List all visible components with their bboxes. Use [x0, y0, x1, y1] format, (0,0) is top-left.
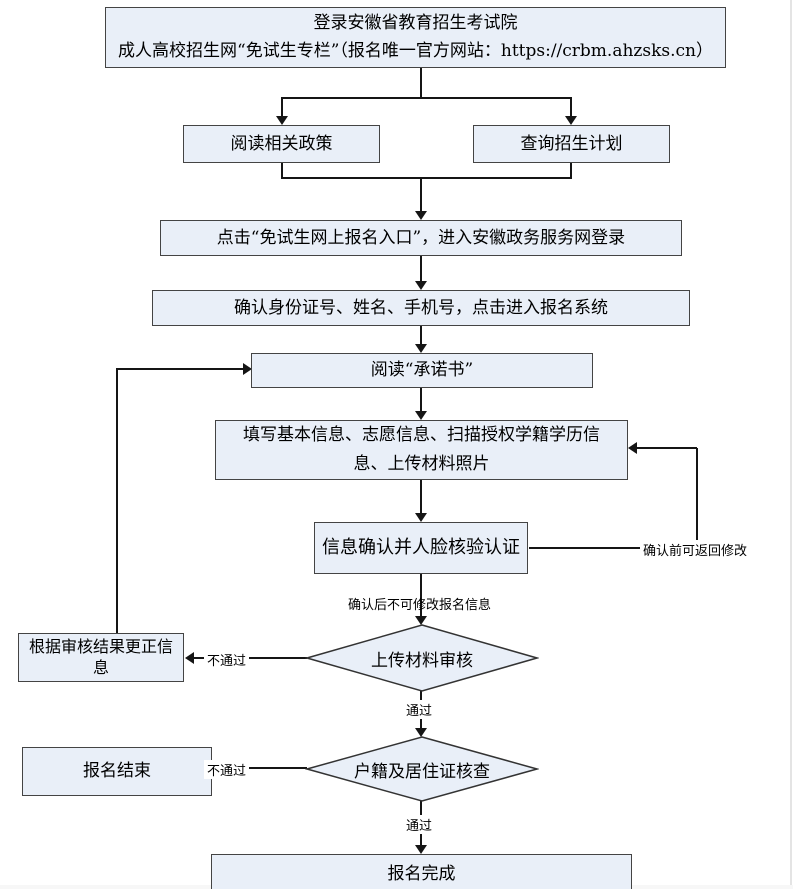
arrowhead-into-review-materials [415, 616, 427, 625]
connector-split-left-drop [281, 97, 283, 117]
arrowhead-into-login-entry [415, 211, 427, 220]
node-registration-end: 报名结束 [22, 747, 212, 796]
connector-modify-loop-bottom [529, 547, 698, 549]
connector-split-right-drop [570, 97, 572, 117]
page-right-edge [790, 0, 792, 889]
arrowhead-into-query-plan [565, 116, 577, 125]
decision-household-check: 户籍及居住证核查 [354, 761, 490, 782]
connector-merge-right-drop [570, 163, 572, 178]
connector-identity-to-commitment [420, 326, 422, 345]
arrowhead-into-confirm-face [415, 513, 427, 522]
decision-household-check-shape [305, 736, 539, 802]
node-start-line2: 成人高校招生网“免试生专栏”（报名唯一官方网站：https://crbm.ahz… [118, 40, 713, 61]
edge-label-household-fail: 不通过 [204, 760, 250, 779]
connector-fill-to-face [420, 480, 422, 514]
node-login-entry: 点击“免试生网上报名入口”，进入安徽政务服务网登录 [160, 220, 682, 256]
node-correct-info: 根据审核结果更正信息 [18, 633, 184, 682]
connector-split-bar [281, 97, 572, 99]
decision-review-materials-shape [305, 624, 539, 692]
decision-review-materials: 上传材料审核 [371, 650, 473, 671]
edge-label-review-fail: 不通过 [204, 650, 250, 669]
node-start-line1: 登录安徽省教育招生考试院 [313, 13, 518, 34]
edge-label-household-pass: 通过 [403, 815, 436, 834]
arrowhead-into-confirm-identity [415, 281, 427, 290]
connector-face-to-review [420, 574, 422, 617]
connector-commitment-to-fill [420, 388, 422, 412]
node-read-policy: 阅读相关政策 [183, 125, 380, 163]
connector-start-stem [420, 68, 422, 98]
node-query-plan: 查询招生计划 [473, 125, 670, 163]
arrowhead-into-correct-info [185, 652, 194, 664]
connector-merge-stem [420, 177, 422, 212]
arrowhead-into-registration-complete [415, 845, 427, 854]
node-confirm-face: 信息确认并人脸核验认证 [314, 522, 528, 574]
arrowhead-correct-loop-into-commitment [243, 363, 252, 375]
edge-label-review-pass: 通过 [403, 700, 436, 719]
connector-entry-to-identity [420, 256, 422, 282]
connector-household-fail [219, 767, 307, 769]
arrowhead-into-read-policy [276, 116, 288, 125]
arrowhead-into-household-check [415, 728, 427, 737]
connector-correct-loop-top [116, 368, 243, 370]
connector-merge-bar [281, 177, 572, 179]
connector-merge-left-drop [281, 163, 283, 178]
connector-correct-loop-vertical [116, 369, 118, 633]
connector-modify-loop-return [637, 447, 697, 449]
node-read-commitment: 阅读“承诺书” [251, 353, 593, 388]
arrowhead-into-read-commitment [415, 344, 427, 353]
node-start: 登录安徽省教育招生考试院 成人高校招生网“免试生专栏”（报名唯一官方网站：htt… [105, 7, 726, 68]
connector-modify-loop-vertical [696, 448, 698, 549]
arrowhead-into-fill-info [415, 411, 427, 420]
edge-label-after-confirm: 确认后不可修改报名信息 [348, 598, 492, 613]
node-confirm-identity: 确认身份证号、姓名、手机号，点击进入报名系统 [152, 290, 690, 326]
node-fill-info: 填写基本信息、志愿信息、扫描授权学籍学历信 息、上传材料照片 [215, 420, 628, 480]
arrowhead-modify-loop-into-fill [628, 442, 637, 454]
edge-label-before-confirm: 确认前可返回修改 [640, 540, 751, 559]
node-registration-complete: 报名完成 [211, 854, 632, 889]
